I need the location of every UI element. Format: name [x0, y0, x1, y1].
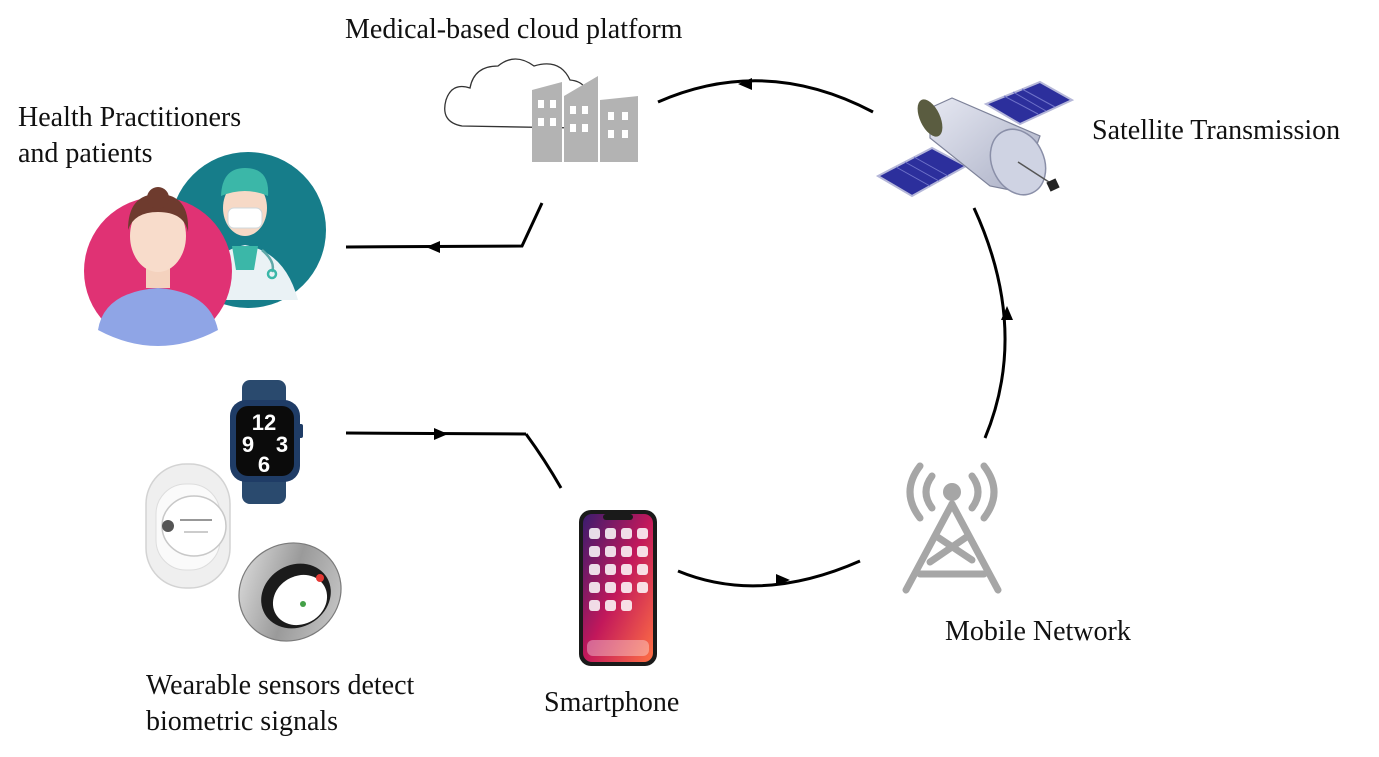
mobile-network-label: Mobile Network [945, 616, 1131, 647]
watch-hour-3: 3 [276, 432, 288, 457]
smartphone-label: Smartphone [544, 687, 680, 718]
cloud-platform-label: Medical-based cloud platform [345, 14, 683, 45]
satellite-label: Satellite Transmission [1092, 115, 1341, 146]
patient-doctor-icon [84, 152, 326, 346]
arrow-tower-to-satellite [972, 207, 1007, 439]
health-label-line1: Health Practitioners [18, 102, 242, 133]
watch-hour-6: 6 [258, 452, 270, 477]
arrowhead-satellite-to-cloud [738, 78, 752, 90]
glucose-sensor-icon [145, 463, 231, 589]
smartphone-icon [579, 510, 657, 666]
health-practitioners-label: Health Practitioners and patients [18, 100, 241, 172]
satellite-icon [875, 80, 1075, 198]
wearable-sensors-label: Wearable sensors detect biometric signal… [146, 668, 414, 740]
arrowhead-phone-to-tower [776, 574, 790, 586]
cell-tower-icon [902, 462, 1002, 594]
arrowhead-wearables-to-phone [434, 428, 448, 440]
building-icon [532, 76, 638, 162]
arrow-wearables-to-phone [345, 431, 563, 489]
wearable-label-line1: Wearable sensors detect [146, 670, 415, 701]
health-label-line2: and patients [18, 138, 153, 169]
arrow-satellite-to-cloud [657, 79, 874, 114]
arrowhead-tower-to-satellite [1001, 306, 1013, 320]
smart-ring-icon [238, 542, 342, 642]
arrow-phone-to-tower [677, 559, 861, 588]
arrowhead-cloud-to-health [426, 241, 440, 253]
wearable-label-line2: biometric signals [146, 706, 339, 737]
watch-hour-9: 9 [242, 432, 254, 457]
smartwatch-icon [230, 380, 303, 504]
watch-hour-12: 12 [252, 410, 276, 435]
arrow-cloud-to-health [345, 202, 544, 249]
